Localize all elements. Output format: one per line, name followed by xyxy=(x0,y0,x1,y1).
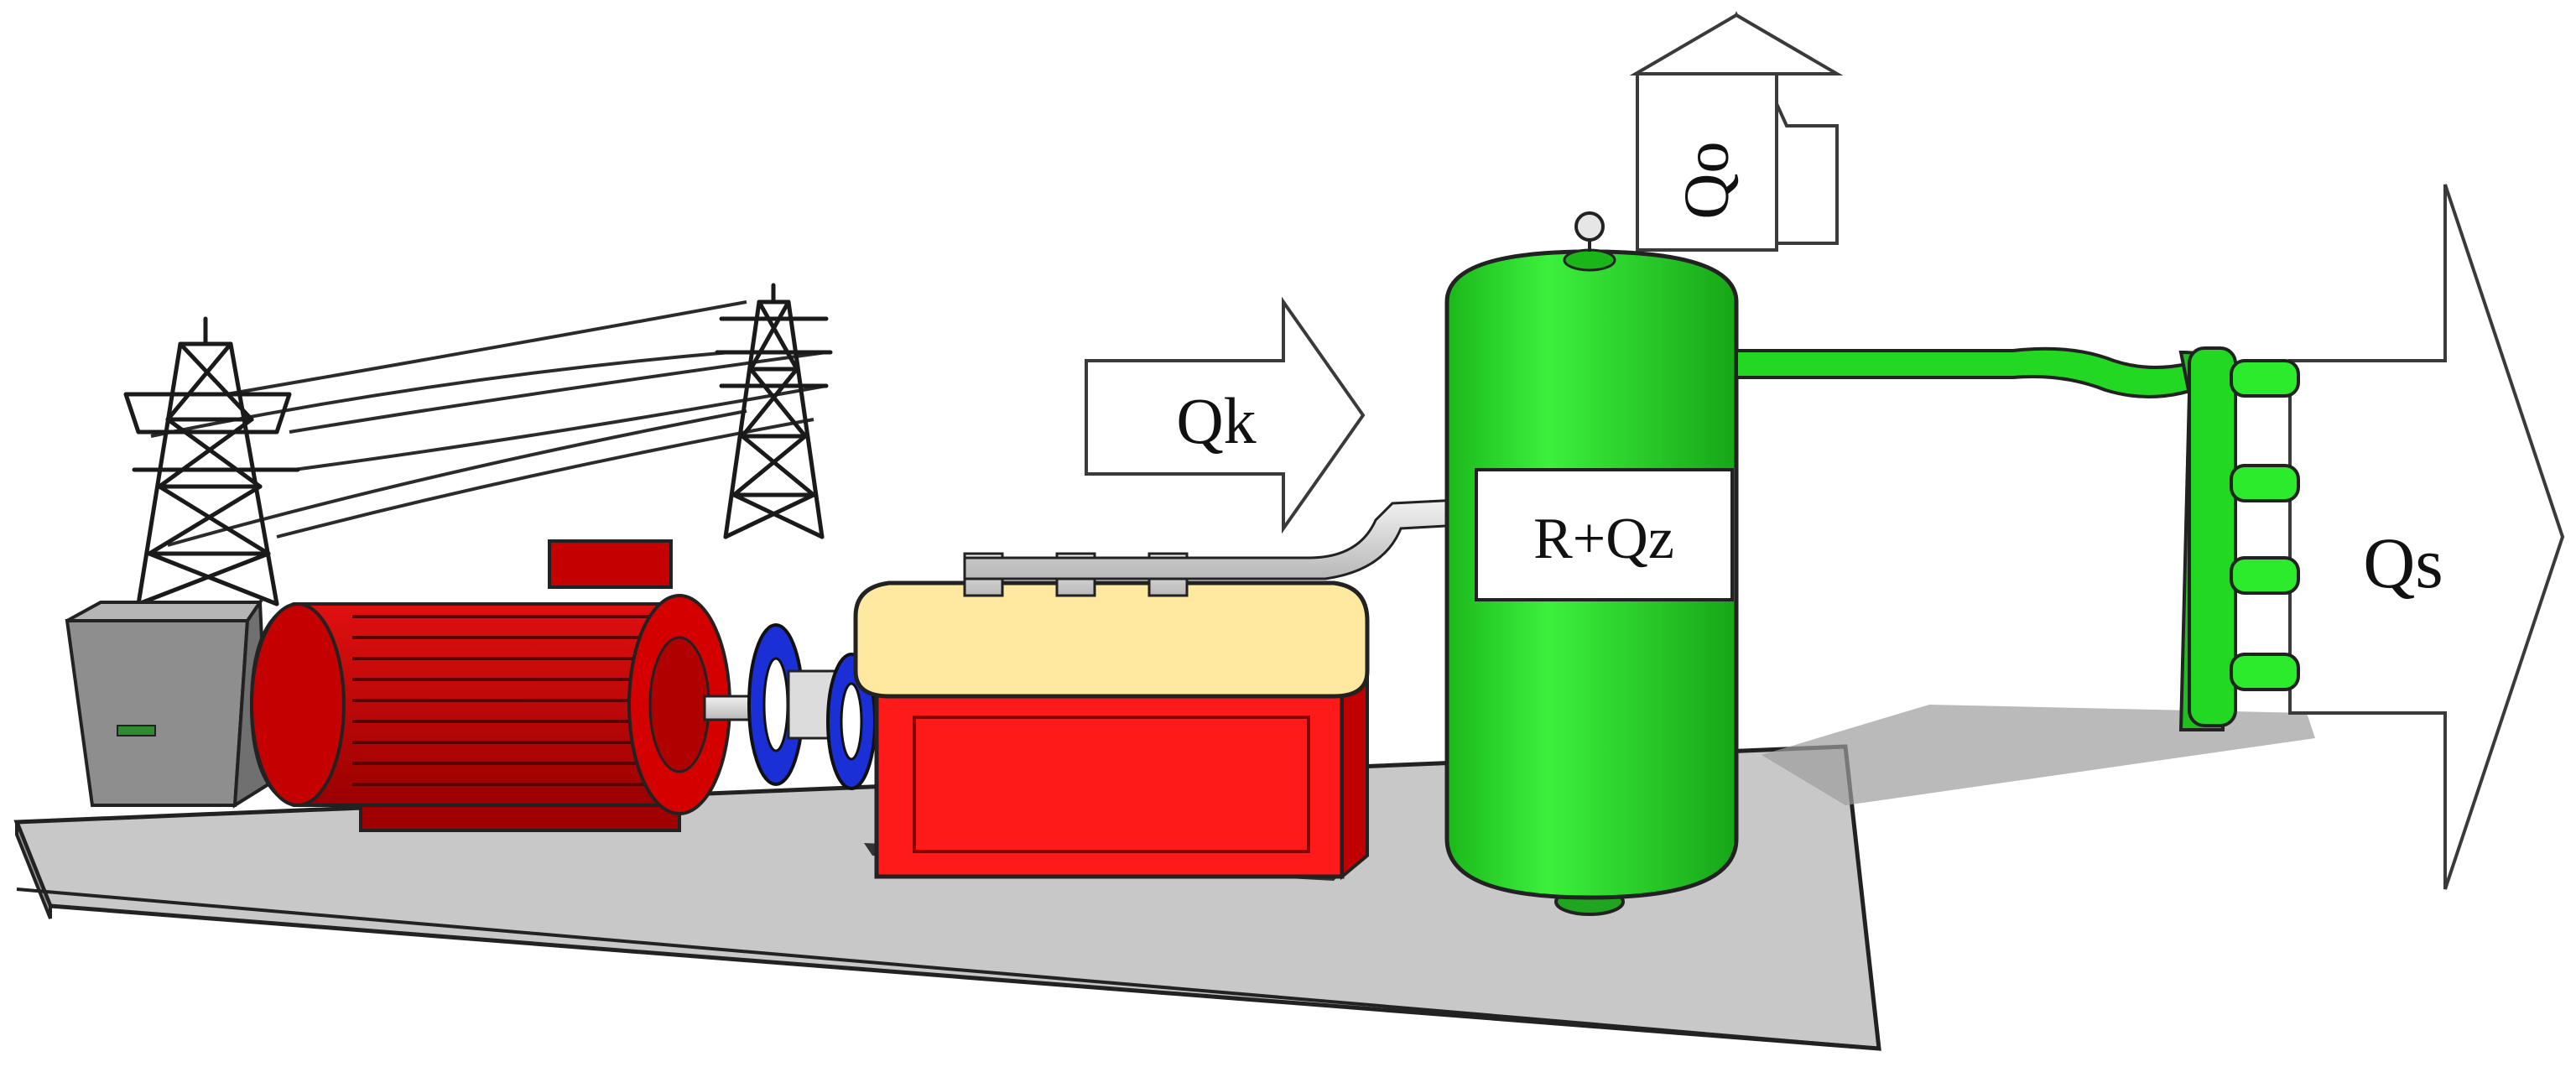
electrical-cabinet xyxy=(65,596,271,809)
power-transmission-towers xyxy=(123,283,833,606)
tower-left xyxy=(123,316,300,606)
qs-arrow: Qs xyxy=(2288,184,2565,890)
qo-label: Qo xyxy=(1672,142,1742,220)
electric-motor xyxy=(249,539,799,832)
qk-label: Qk xyxy=(1176,384,1256,457)
tower-right xyxy=(715,283,833,539)
compressed-air-receiver: R+Qz xyxy=(1444,211,1739,916)
qk-arrow: Qk xyxy=(1085,296,1366,534)
tank-label: R+Qz xyxy=(1533,507,1674,571)
shaft-coupling xyxy=(747,623,877,790)
qs-label: Qs xyxy=(2363,523,2443,603)
air-compressor xyxy=(853,497,1478,881)
qo-arrow: Qo xyxy=(1629,11,1844,252)
distribution-manifold xyxy=(1735,346,2300,731)
